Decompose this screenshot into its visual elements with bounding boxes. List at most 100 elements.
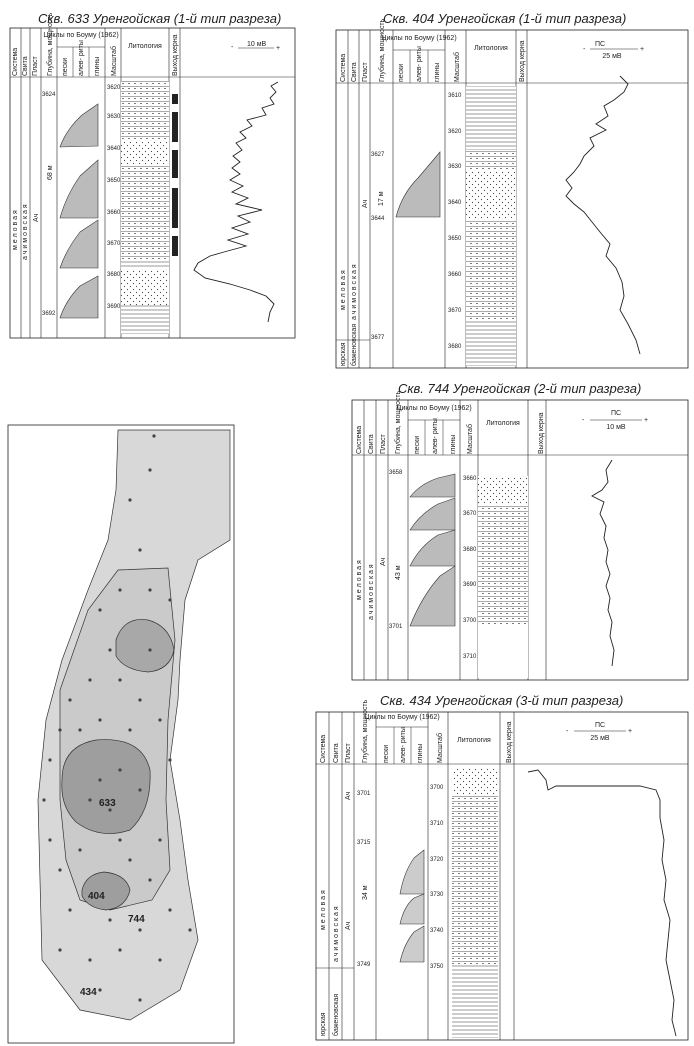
col-cycles: Циклы по Боуму (1962) xyxy=(364,714,439,721)
svg-text:3610: 3610 xyxy=(448,93,462,99)
lithology-column xyxy=(121,81,169,261)
well-434-panel: Система Свита Пласт Глубина, мощность Ци… xyxy=(315,699,689,1041)
thickness-label: 17 м xyxy=(378,191,385,206)
svg-text:3620: 3620 xyxy=(448,129,462,135)
col-cycles: Циклы по Боуму (1962) xyxy=(381,35,456,42)
col-glubina: Глубина, мощность xyxy=(378,18,386,82)
zone-633 xyxy=(61,739,151,834)
strat-melovaya: м е л о в а я xyxy=(356,560,363,600)
svg-text:3690: 3690 xyxy=(463,582,477,588)
col-alevrity: алев- риты xyxy=(400,727,407,763)
strat-ach: Ач xyxy=(380,557,387,566)
log-scale-label: 10 мВ xyxy=(247,41,267,48)
depth-top: 3701 xyxy=(357,791,371,797)
thickness-label: 68 м xyxy=(47,165,54,180)
sp-log-curve xyxy=(527,769,677,1037)
svg-text:3700: 3700 xyxy=(430,785,444,791)
svg-text:3750: 3750 xyxy=(430,964,444,970)
map-label-434: 434 xyxy=(80,987,97,998)
strat-melovaya: м е л о в а я xyxy=(12,210,19,250)
strat-yurskaya: юрская xyxy=(320,1012,327,1036)
svg-text:3670: 3670 xyxy=(448,308,462,314)
svg-text:3670: 3670 xyxy=(107,241,121,247)
zone-upper xyxy=(115,619,175,673)
col-glubina: Глубина, мощность xyxy=(394,390,402,454)
svg-text:3660: 3660 xyxy=(463,476,477,482)
col-sistema: Система xyxy=(320,735,327,763)
well-434-title: Скв. 434 Уренгойская (3-й тип разреза) xyxy=(380,693,624,708)
col-peski: пески xyxy=(414,436,421,454)
strat-ach-lower: Ач xyxy=(345,921,352,930)
svg-text:3700: 3700 xyxy=(463,618,477,624)
strat-achimovskaya: а ч и м о в с к а я xyxy=(333,906,340,962)
col-cycles: Циклы по Боуму (1962) xyxy=(396,405,471,412)
log-plus: + xyxy=(644,417,648,424)
col-gliny: глины xyxy=(450,435,457,454)
well-744-title: Скв. 744 Уренгойская (2-й тип разреза) xyxy=(398,381,642,396)
depth-mid: 3715 xyxy=(357,840,371,846)
log-plus: + xyxy=(628,728,632,735)
well-744-panel: Система Свита Пласт Глубина, мощность Ци… xyxy=(351,390,689,681)
svg-text:3730: 3730 xyxy=(430,892,444,898)
svg-text:3680: 3680 xyxy=(107,272,121,278)
col-sistema: Система xyxy=(356,426,363,454)
svg-text:3680: 3680 xyxy=(463,547,477,553)
bouma-cycle xyxy=(395,151,441,218)
strat-yurskaya: юрская xyxy=(340,342,347,366)
well-633-title: Скв. 633 Уренгойская (1-й тип разреза) xyxy=(38,11,282,26)
map-label-633: 633 xyxy=(99,798,116,809)
log-label: ПС xyxy=(595,41,605,48)
col-plast: Пласт xyxy=(345,742,352,763)
well-location-map: 633 404 744 434 xyxy=(7,424,235,1044)
col-gliny: глины xyxy=(417,744,424,763)
col-alevrity: алев- риты xyxy=(78,40,85,76)
col-masshtab: Масштаб xyxy=(466,424,474,454)
log-label: ПС xyxy=(611,410,621,417)
strat-melovaya: м е л о в а я xyxy=(340,270,347,310)
col-cycles: Циклы по Боуму (1962) xyxy=(43,32,118,39)
col-litologiya: Литология xyxy=(474,45,508,52)
lithology-column xyxy=(478,476,528,504)
strat-achimovskaya: а ч и м о в с к а я xyxy=(368,564,375,620)
col-glubina: Глубина, мощность xyxy=(361,699,369,763)
strat-ach: Ач xyxy=(33,213,40,222)
col-vyhod-kerna: Выход керна xyxy=(519,40,526,82)
core-recovery xyxy=(172,94,178,256)
thickness-label: 43 м xyxy=(395,565,402,580)
depth-bottom: 3692 xyxy=(42,311,56,317)
col-vyhod-kerna: Выход керна xyxy=(506,721,513,763)
log-plus: + xyxy=(640,46,644,53)
col-glubina: Глубина, мощность xyxy=(46,12,54,76)
col-litologiya: Литология xyxy=(486,420,520,427)
col-vyhod-kerna: Выход керна xyxy=(172,34,179,76)
svg-text:3650: 3650 xyxy=(448,236,462,242)
scale-ticks: 3660 3670 3680 3690 3700 3710 xyxy=(463,476,477,660)
col-peski: пески xyxy=(383,745,390,763)
col-masshtab: Масштаб xyxy=(110,46,118,76)
col-peski: пески xyxy=(398,64,405,82)
lithology-column xyxy=(452,768,498,796)
lithology-column xyxy=(466,86,516,150)
well-633-panel: Система Свита Пласт Глубина, мощность Ци… xyxy=(9,12,296,339)
well-404-title: Скв. 404 Уренгойская (1-й тип разреза) xyxy=(383,11,627,26)
scale-ticks: 3620 3630 3640 3650 3660 3670 3680 3690 xyxy=(107,85,121,310)
log-minus: - xyxy=(231,44,234,51)
log-minus: - xyxy=(582,417,585,424)
sp-log-curve xyxy=(591,459,615,667)
strat-achimovskaya: а ч и м о в с к а я xyxy=(351,264,358,320)
col-sistema: Система xyxy=(12,48,19,76)
log-minus: - xyxy=(566,728,569,735)
svg-text:3670: 3670 xyxy=(463,511,477,517)
well-points xyxy=(42,434,192,1002)
svg-text:3630: 3630 xyxy=(448,164,462,170)
svg-text:3640: 3640 xyxy=(107,146,121,152)
col-svita: Свита xyxy=(351,62,358,82)
col-litologiya: Литология xyxy=(128,43,162,50)
svg-text:3650: 3650 xyxy=(107,178,121,184)
sp-log-curve xyxy=(193,81,279,323)
svg-text:3740: 3740 xyxy=(430,928,444,934)
col-alevrity: алев- риты xyxy=(416,46,423,82)
log-scale: 25 мВ xyxy=(602,53,622,60)
col-plast: Пласт xyxy=(380,433,387,454)
